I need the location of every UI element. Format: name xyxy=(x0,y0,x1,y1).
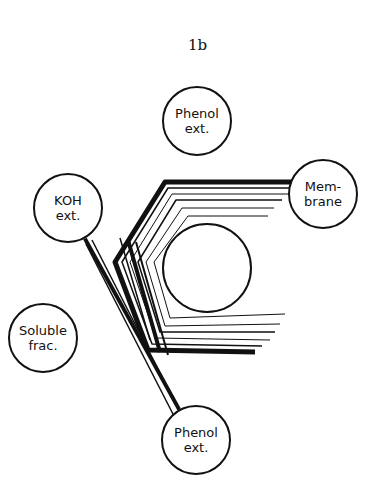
layer xyxy=(122,188,296,346)
connector-band xyxy=(85,239,179,410)
fraction-circle: KOH ext. xyxy=(33,173,103,243)
layer-band xyxy=(86,244,175,418)
layer xyxy=(130,194,290,340)
circle-label: Phenol ext. xyxy=(169,425,223,455)
fraction-circle: Soluble frac. xyxy=(8,303,78,373)
layer xyxy=(146,208,280,326)
central-circle xyxy=(163,224,251,312)
circle-label: Mem- brane xyxy=(296,179,350,209)
fraction-circle: Phenol ext. xyxy=(162,86,232,156)
circle-label: KOH ext. xyxy=(41,193,95,223)
layer xyxy=(154,216,285,318)
panel-label: 1b xyxy=(188,36,207,54)
fraction-circle: Phenol ext. xyxy=(161,405,231,475)
circle-label: Soluble frac. xyxy=(16,323,70,353)
circle-label: Phenol ext. xyxy=(170,106,224,136)
fraction-circle: Mem- brane xyxy=(288,159,358,229)
layer-lines xyxy=(86,182,320,418)
layer xyxy=(138,200,282,332)
